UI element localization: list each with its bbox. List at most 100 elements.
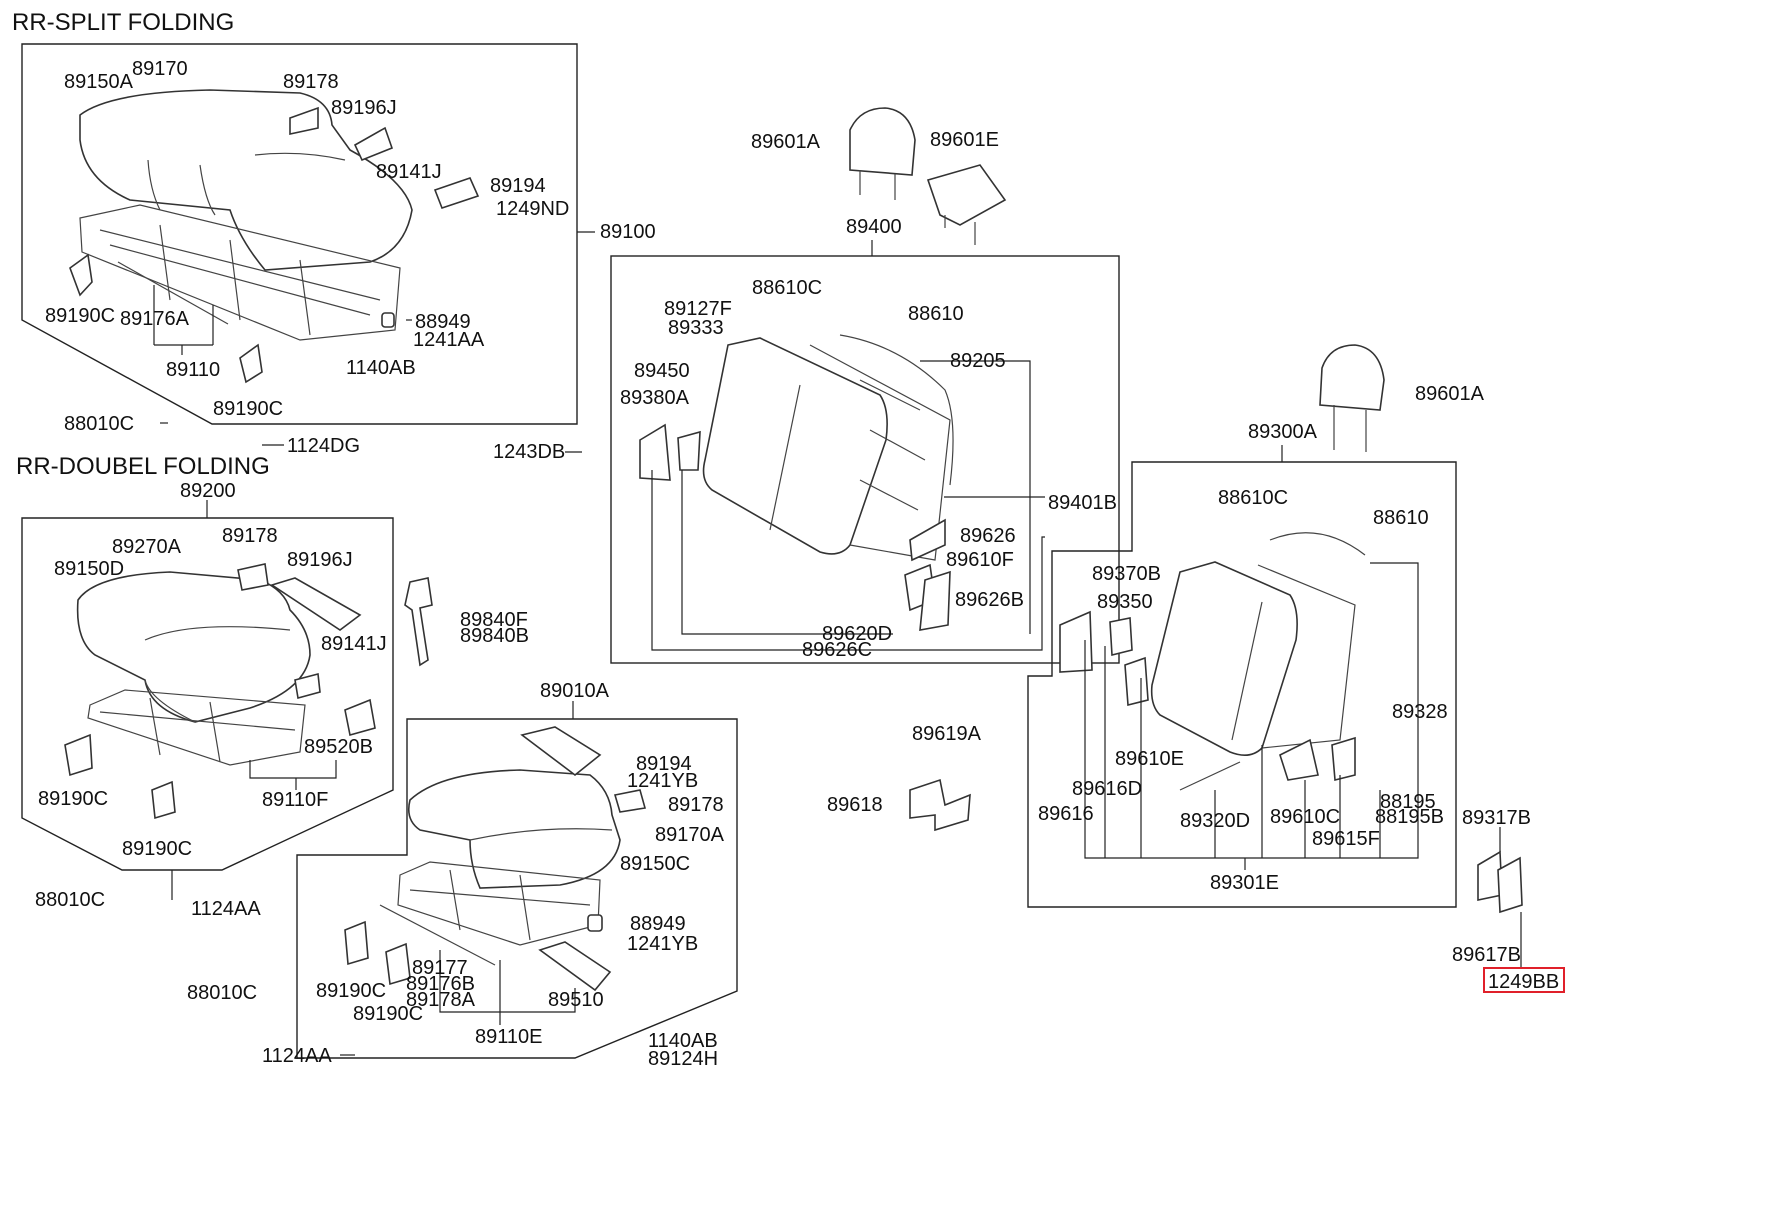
label-88195B[interactable]: 88195B [1375,806,1444,828]
label-89610C[interactable]: 89610C [1270,806,1340,828]
label-89601E[interactable]: 89601E [930,129,999,151]
label-89170[interactable]: 89170 [132,58,188,80]
label-89601A[interactable]: 89601A [751,131,821,153]
label-89626B[interactable]: 89626B [955,589,1024,611]
label-89190C-4[interactable]: 89190C [122,838,192,860]
label-89190C[interactable]: 89190C [45,305,115,327]
label-89196J[interactable]: 89196J [331,97,397,119]
label-1124DG[interactable]: 1124DG [287,435,360,457]
seat-cushion-double-drawing [64,563,376,820]
label-89176B[interactable]: 89176B [406,973,475,995]
hinge-bracket-split-drawing [69,106,480,384]
label-89840F[interactable]: 89840F [460,609,528,631]
label-89190C-5[interactable]: 89190C [316,980,386,1002]
label-89150A[interactable]: 89150A [64,71,134,93]
section-title-rr-split: RR-SPLIT FOLDING [12,9,234,36]
label-89301E[interactable]: 89301E [1210,872,1279,894]
label-1124AA[interactable]: 1124AA [191,898,261,920]
label-89380A[interactable]: 89380A [620,387,690,409]
label-88010C-2[interactable]: 88010C [35,889,105,911]
label-89610F[interactable]: 89610F [946,549,1014,571]
label-1241YB[interactable]: 1241YB [627,770,698,792]
label-89450[interactable]: 89450 [634,360,690,382]
label-89520B[interactable]: 89520B [304,736,373,758]
label-89619A[interactable]: 89619A [912,723,982,745]
label-89110E[interactable]: 89110E [475,1026,542,1048]
label-89100[interactable]: 89100 [600,221,656,243]
label-89317B[interactable]: 89317B [1462,807,1531,829]
label-89141J-2[interactable]: 89141J [321,633,387,655]
label-88610[interactable]: 88610 [908,303,964,325]
label-89350[interactable]: 89350 [1097,591,1153,613]
label-89626[interactable]: 89626 [960,525,1016,547]
label-89618[interactable]: 89618 [827,794,883,816]
label-89205[interactable]: 89205 [950,350,1006,372]
label-89620D[interactable]: 89620D [822,623,892,645]
label-89840B[interactable]: 89840B [460,625,529,647]
label-89626C[interactable]: 89626C [802,639,872,661]
label-89178-3[interactable]: 89178 [668,794,724,816]
label-89178[interactable]: 89178 [283,71,339,93]
label-89196J-2[interactable]: 89196J [287,549,353,571]
label-89141J[interactable]: 89141J [376,161,442,183]
label-89127F[interactable]: 89127F [664,298,732,320]
label-89010A[interactable]: 89010A [540,680,610,702]
label-88195[interactable]: 88195 [1380,791,1436,813]
label-89170A[interactable]: 89170A [655,824,725,846]
label-88949[interactable]: 88949 [415,311,471,333]
section-title-rr-double: RR-DOUBEL FOLDING [16,453,270,480]
label-89370B[interactable]: 89370B [1092,563,1161,585]
label-88610-2[interactable]: 88610 [1373,507,1429,529]
label-1241AA[interactable]: 1241AA [413,329,485,351]
label-89617B[interactable]: 89617B [1452,944,1521,966]
label-89176A[interactable]: 89176A [120,308,190,330]
headrest-89601E-drawing [926,164,1007,245]
seat-belt-buckle-drawing [404,577,433,667]
label-89401B[interactable]: 89401B [1048,492,1117,514]
label-89200[interactable]: 89200 [180,480,236,502]
group-box-89200 [21,517,394,871]
label-89616[interactable]: 89616 [1038,803,1094,825]
label-89194[interactable]: 89194 [490,175,546,197]
label-89178A[interactable]: 89178A [406,989,476,1011]
label-89300A[interactable]: 89300A [1248,421,1318,443]
label-89190C-3[interactable]: 89190C [38,788,108,810]
label-89150C[interactable]: 89150C [620,853,690,875]
label-89124H[interactable]: 89124H [648,1048,718,1070]
label-1140AB[interactable]: 1140AB [346,357,416,379]
label-89110F[interactable]: 89110F [262,789,328,811]
label-89615F[interactable]: 89615F [1312,828,1380,850]
label-89510[interactable]: 89510 [548,989,604,1011]
label-88610C[interactable]: 88610C [752,277,822,299]
label-88010C-3[interactable]: 88010C [187,982,257,1004]
label-88610C-2[interactable]: 88610C [1218,487,1288,509]
seat-back-89400-drawing [639,334,954,631]
seat-cushion-split-drawing [79,89,413,341]
bracket-89619A-drawing [909,778,971,832]
label-89616D[interactable]: 89616D [1072,778,1142,800]
label-89610E[interactable]: 89610E [1115,748,1184,770]
label-89328[interactable]: 89328 [1392,701,1448,723]
group-box-89300A [1027,461,1457,908]
label-1249ND[interactable]: 1249ND [496,198,569,220]
label-89178-2[interactable]: 89178 [222,525,278,547]
label-1124AA-2[interactable]: 1124AA [262,1045,332,1067]
label-89320D[interactable]: 89320D [1180,810,1250,832]
label-89177[interactable]: 89177 [412,957,468,979]
label-89110[interactable]: 89110 [166,359,220,381]
label-1249BB[interactable]: 1249BB [1488,971,1559,993]
label-89150D[interactable]: 89150D [54,558,124,580]
label-89270A[interactable]: 89270A [112,536,182,558]
label-88949-2[interactable]: 88949 [630,913,686,935]
label-1241YB-2[interactable]: 1241YB [627,933,698,955]
label-89601A-2[interactable]: 89601A [1415,383,1485,405]
label-1243DB[interactable]: 1243DB [493,441,565,463]
label-89190C-6[interactable]: 89190C [353,1003,423,1025]
label-88010C[interactable]: 88010C [64,413,134,435]
label-89400[interactable]: 89400 [846,216,902,238]
label-89190C-2[interactable]: 89190C [213,398,283,420]
label-89333[interactable]: 89333 [668,317,724,339]
label-1140AB-2[interactable]: 1140AB [648,1030,718,1052]
label-89194-2[interactable]: 89194 [636,753,692,775]
